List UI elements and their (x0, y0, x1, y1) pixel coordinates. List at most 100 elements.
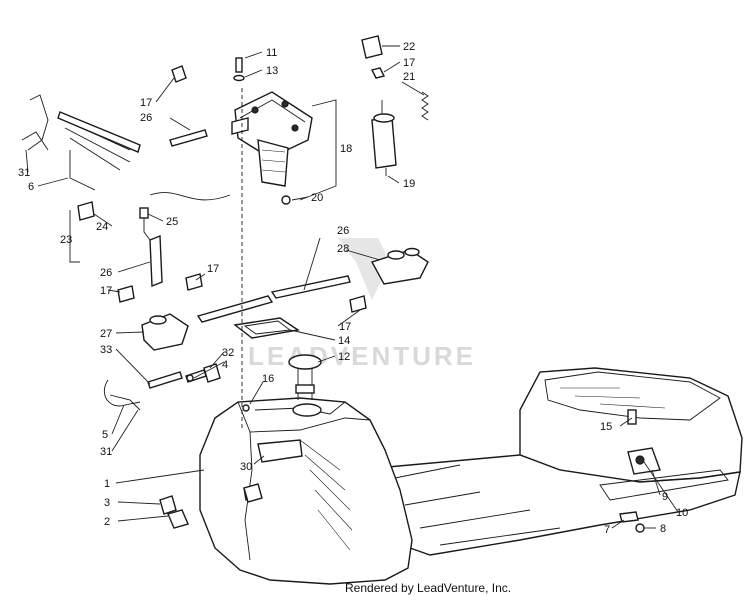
fuel-tank (199, 397, 413, 585)
hose-31 (109, 394, 141, 411)
callout-29: 30 (240, 461, 252, 473)
watermark: LEADVENTURE (248, 238, 476, 371)
leader-9 (651, 469, 661, 496)
pump-bolt-a (251, 106, 259, 114)
clip-7 (619, 511, 639, 523)
callout-7: 7 (604, 524, 610, 536)
fuel-line-top (169, 129, 208, 147)
clamp-17-c (185, 273, 203, 291)
callout-21: 21 (403, 71, 415, 83)
sender-tube (297, 368, 313, 400)
pump-bolt-b (281, 100, 289, 108)
hose-30-b (21, 131, 49, 151)
leader-1 (115, 469, 205, 484)
side-rail (599, 469, 729, 501)
connector-25 (139, 207, 149, 219)
tank-top-edge (249, 417, 371, 433)
callout-17-c: 17 (207, 263, 219, 275)
callout-10: 10 (676, 507, 688, 519)
gasket (233, 317, 300, 339)
leader-30 (25, 149, 29, 173)
clamp-17-a (171, 65, 187, 83)
pump-bolt-c (291, 124, 299, 132)
callout-24: 24 (96, 221, 108, 233)
leader-14 (289, 329, 336, 341)
valve-28-port-a (387, 250, 405, 260)
leader-17-b (107, 289, 121, 293)
leader-32 (209, 351, 225, 369)
callout-8: 8 (660, 523, 666, 535)
inline-pump-body (371, 117, 397, 169)
leader-4 (193, 361, 225, 379)
watermark-text: LEADVENTURE (248, 341, 476, 371)
bracket-23 (69, 210, 80, 263)
leader-11 (244, 51, 263, 59)
callout-32: 32 (222, 347, 234, 359)
callout-22: 22 (403, 41, 415, 53)
filler-neck (292, 403, 322, 417)
callout-17-b: 17 (100, 285, 112, 297)
leader-24 (93, 213, 113, 227)
leader-27 (115, 331, 145, 334)
nut-10 (635, 455, 645, 465)
screw-11 (235, 57, 243, 73)
hose-26-left (149, 234, 163, 288)
fuel-pump-assembly (231, 91, 313, 187)
callout-26-c: 26 (337, 225, 349, 237)
callout-17-top: 17 (403, 57, 415, 69)
hose-6 (69, 150, 96, 191)
callout-5: 5 (102, 429, 108, 441)
callout-17-a: 17 (140, 97, 152, 109)
callout-33: 33 (100, 344, 112, 356)
fitting-3 (159, 495, 177, 515)
clamp-17-top (370, 67, 386, 79)
fuel-sender (288, 354, 322, 400)
belly-pan-ribs (394, 464, 561, 546)
tunnel-opening (544, 371, 721, 421)
leader-17-d (337, 309, 361, 327)
callout-25: 25 (166, 216, 178, 228)
fitting-20 (281, 195, 291, 205)
vent-screw (242, 404, 250, 412)
leader-17-top (383, 61, 401, 73)
leader-7 (611, 519, 625, 529)
sender-cap (288, 354, 322, 370)
leader-26-b (117, 261, 151, 273)
fuel-lines (147, 129, 351, 389)
valve-28-port-b (404, 247, 420, 257)
leader-13 (244, 69, 263, 78)
mount-pad (257, 439, 303, 463)
clamp-17-b (117, 285, 135, 303)
fitting-2 (167, 509, 189, 529)
screw-8 (635, 523, 645, 533)
leader-29 (253, 455, 265, 465)
fitting-32 (203, 363, 221, 383)
pump-body (257, 139, 289, 187)
callout-27: 27 (100, 328, 112, 340)
inline-pump-top (373, 113, 395, 123)
hose-5 (103, 379, 141, 407)
callout-15: 15 (600, 421, 612, 433)
hose-bundle-top (57, 111, 141, 153)
callout-9: 9 (662, 491, 668, 503)
fuel-line-33 (147, 371, 183, 389)
leader-33 (115, 348, 151, 385)
leader-5 (111, 404, 125, 435)
fuel-line-right (270, 275, 351, 299)
leader-19 (387, 175, 400, 184)
hose-30-a (27, 94, 49, 151)
chassis (353, 367, 743, 556)
clamp-17-d (349, 295, 367, 313)
leader-31 (111, 409, 139, 452)
vent-hose-24 (149, 192, 231, 201)
leader-lines (25, 45, 679, 529)
callout-31: 31 (100, 446, 112, 458)
callout-2: 2 (104, 516, 110, 528)
watermark-logo-icon (338, 238, 390, 300)
pump-block-top (239, 99, 306, 123)
callout-11: 11 (266, 47, 277, 59)
leader-3 (117, 501, 161, 505)
bracket-18 (299, 99, 337, 201)
callouts: 11 13 17 26 22 17 21 19 18 20 31 6 24 25… (18, 41, 688, 536)
